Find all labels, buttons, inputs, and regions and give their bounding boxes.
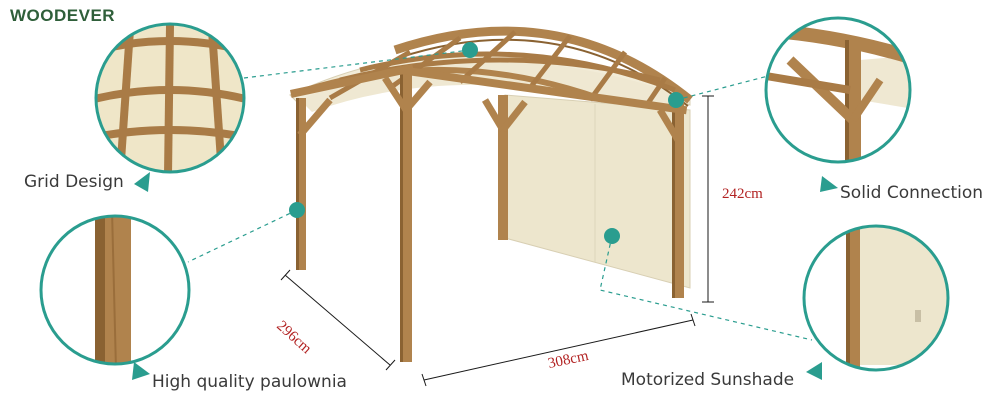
arrow-paulownia-icon bbox=[132, 362, 150, 380]
feature-label-sunshade: Motorized Sunshade bbox=[621, 370, 795, 390]
marker-dot-sunshade bbox=[604, 228, 620, 244]
dimension-height: 242cm bbox=[722, 186, 763, 202]
detail-paulownia bbox=[39, 214, 191, 366]
arrow-sunshade-icon bbox=[806, 362, 822, 380]
marker-dots bbox=[289, 42, 684, 244]
detail-solid-connection bbox=[764, 16, 912, 164]
arrow-grid-icon bbox=[134, 172, 150, 192]
pointer-arrows bbox=[132, 172, 838, 380]
pergola-structure bbox=[289, 26, 693, 362]
feature-label-paulownia: High quality paulownia bbox=[152, 372, 347, 392]
marker-dot-paulownia bbox=[289, 202, 305, 218]
marker-dot-connection bbox=[668, 92, 684, 108]
arrow-connection-icon bbox=[820, 176, 838, 192]
leader-lines bbox=[187, 49, 813, 341]
brand-logo: WOODEVER bbox=[10, 6, 116, 25]
feature-label-grid-design: Grid Design bbox=[24, 172, 124, 192]
marker-dot-grid bbox=[462, 42, 478, 58]
detail-sunshade bbox=[802, 224, 950, 372]
feature-label-solid-connection: Solid Connection bbox=[840, 183, 984, 203]
dimension-lines bbox=[280, 95, 714, 387]
detail-grid-design bbox=[94, 22, 246, 174]
